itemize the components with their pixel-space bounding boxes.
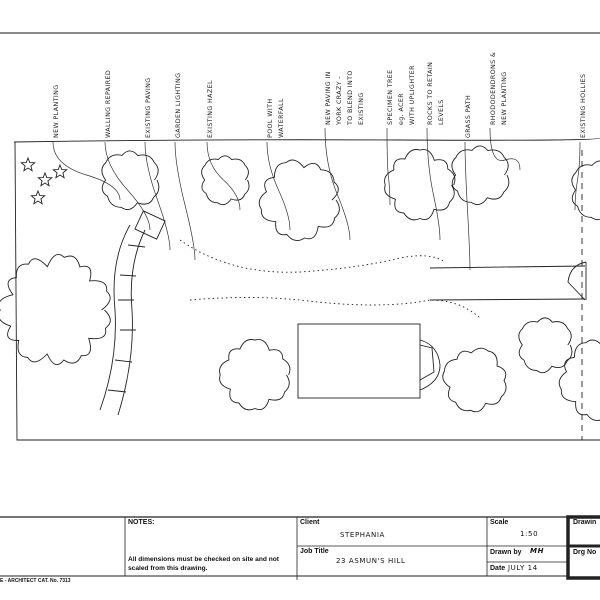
- annotation-leader-lines: [52, 127, 581, 271]
- leader-line: [464, 141, 471, 271]
- annotation-label: WALLING REPAIRED: [105, 70, 112, 138]
- leader-line: [52, 141, 121, 201]
- tree-canopy: [219, 339, 291, 411]
- tree-canopy: [0, 254, 111, 366]
- annotation-label: EXISTING PAVING: [145, 78, 152, 139]
- annotation-label: GARDEN LIGHTING: [175, 73, 182, 138]
- leader-line: [144, 141, 171, 251]
- tree-canopy: [442, 347, 507, 413]
- annotation-label: EXISTING HAZEL: [207, 80, 214, 138]
- annotation-label: NEW PLANTING: [501, 72, 508, 125]
- annotation-label: NEW PAVING IN: [325, 71, 332, 125]
- leader-line: [206, 141, 241, 211]
- tree-canopy: [258, 159, 340, 242]
- wall-block: [134, 210, 166, 240]
- star-plant: [30, 189, 46, 205]
- tree-canopy: [101, 150, 160, 211]
- tree-canopy: [571, 160, 600, 221]
- scale-label: Scale: [490, 519, 509, 526]
- star-plant: [37, 171, 53, 187]
- client-label: Client: [300, 519, 320, 526]
- star-plant: [20, 156, 36, 172]
- annotation-label: eg. ACER: [398, 93, 405, 125]
- site-plan: [0, 32, 600, 441]
- annotation-label: ROCKS TO RETAIN: [427, 62, 434, 125]
- leader-line: [104, 141, 151, 231]
- annotation-label: TO BLEND INTO: [347, 70, 354, 126]
- star-plant: [52, 163, 68, 179]
- gate: [567, 261, 587, 301]
- job-title-value: 23 ASMUN'S HILL: [336, 557, 406, 565]
- annotation-label: GRASS PATH: [465, 95, 472, 138]
- tree-canopy: [518, 317, 573, 374]
- leader-line: [574, 141, 581, 211]
- annotation-label: EXISTING HOLLIES: [580, 74, 587, 138]
- drawn-by-value: MH: [530, 547, 545, 555]
- date-value: JULY 14: [508, 564, 538, 572]
- annotation-label: EXISTING: [358, 92, 365, 125]
- leader-line: [324, 127, 351, 241]
- leader-line: [426, 127, 441, 241]
- tree-canopy: [384, 149, 456, 221]
- job-title-label: Job Title: [300, 548, 329, 555]
- grass-path: [429, 265, 586, 301]
- pond-waterfall: [419, 339, 441, 391]
- annotation-label: LEVELS: [438, 99, 445, 125]
- drg-no-label: Drg No: [573, 549, 597, 556]
- annotation-label: NEW PLANTING: [53, 85, 60, 138]
- notes-text: All dimensions must be checked on site a…: [128, 556, 279, 572]
- tree-canopy: [201, 155, 250, 206]
- title-block-frame: [0, 515, 600, 580]
- date-label: Date: [490, 565, 506, 572]
- annotation-label: RHODODENDRONS &: [490, 52, 497, 125]
- pond: [297, 323, 421, 399]
- client-value: STEPHANIA: [340, 531, 385, 539]
- paving-area: [179, 239, 481, 319]
- planting: [0, 145, 600, 422]
- leader-line: [174, 141, 196, 261]
- garden-boundary: [13, 137, 600, 441]
- tree-canopy: [451, 145, 510, 206]
- scale-value: 1:50: [520, 530, 539, 538]
- catalogue-number: E - ARCHITECT CAT. No. 7313: [0, 578, 71, 584]
- leader-line: [489, 127, 521, 171]
- leader-line: [266, 141, 291, 231]
- tree-canopy: [558, 339, 600, 422]
- annotation-label: WITH UPLIGHTER: [409, 65, 416, 125]
- annotation-label: SPECIMEN TREE: [387, 69, 394, 125]
- annotation-label: WATERFALL: [278, 98, 285, 138]
- drawn-by-label: Drawn by: [490, 549, 522, 556]
- annotation-label: POOL WITH: [267, 99, 274, 138]
- annotation-labels: NEW PLANTING WALLING REPAIRED EXISTING PAV…: [53, 52, 587, 138]
- drawing-label: Drawin: [573, 519, 597, 526]
- notes-label: NOTES:: [128, 519, 155, 526]
- curved-wall: [99, 224, 146, 416]
- annotation-label: YORK CRAZY -: [336, 76, 343, 126]
